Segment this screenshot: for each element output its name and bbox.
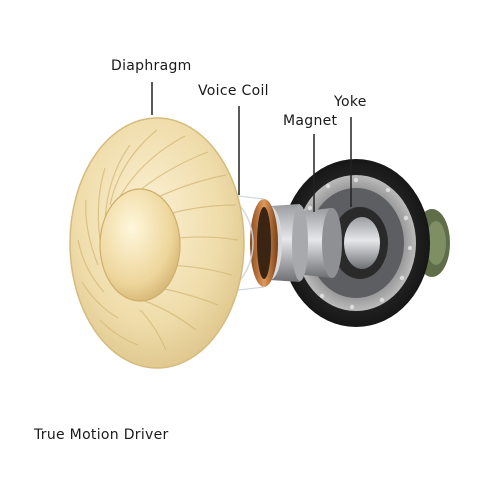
magnet-label: Magnet	[283, 113, 338, 129]
voice-coil-label: Voice Coil	[198, 83, 269, 99]
diaphragm-label: Diaphragm	[111, 58, 192, 74]
yoke-label: Yoke	[334, 94, 367, 110]
diagram-caption: True Motion Driver	[34, 427, 169, 443]
leader-lines	[151, 82, 352, 212]
diaphragm-part	[69, 117, 245, 369]
